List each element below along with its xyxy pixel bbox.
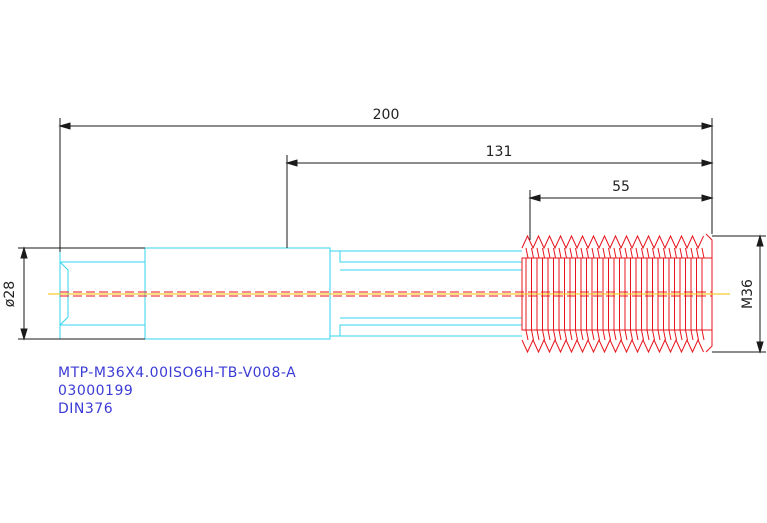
thread-flank-top [663,247,666,259]
thread-flank-bottom [602,329,606,341]
arrow-thread-right [701,194,714,202]
thread-flank-bottom [542,329,545,341]
thread-flank-top [564,247,567,259]
thread-flank-top [674,247,677,259]
thread-flank-bottom [591,329,595,341]
thread-flank-bottom [608,329,611,341]
thread-flank-bottom [624,329,628,341]
thread-flank-bottom [580,329,584,341]
arrow-thread-left [528,194,541,202]
article-number-label: 03000199 [58,383,134,399]
thread-flank-top [531,247,534,259]
thread-flank-bottom [685,329,688,341]
thread-flank-top [608,247,611,259]
arrow-diameter-bottom [20,328,28,341]
thread-crest-top [521,234,704,250]
arrow-overall-left [58,122,71,130]
thread-flank-top [619,247,622,259]
thread-flank-top [630,247,633,259]
thread-flank-bottom [553,329,556,341]
thread-chamfer-end [705,233,713,353]
thread-flank-bottom [635,329,639,341]
thread-flank-bottom [597,329,600,341]
thread-flank-top [641,247,644,259]
flute-bottom [339,324,522,336]
thread-flank-top [575,247,578,259]
thread-flank-top [569,247,573,259]
thread-flank-bottom [586,329,589,341]
dim-text-shank-to-end: 131 [486,144,513,160]
thread-flank-bottom [547,329,551,341]
thread-flank-top [613,247,617,259]
dim-text-diameter: ø28 [2,281,18,307]
thread-flank-top [591,247,595,259]
thread-flank-bottom [630,329,633,341]
arrow-thread-size-bottom [756,341,764,354]
thread-flank-bottom [564,329,567,341]
dimension-lines [18,118,766,354]
thread-flank-top [635,247,639,259]
thread-flank-bottom [641,329,644,341]
dim-text-thread-size: M36 [740,279,756,309]
arrow-shank-right [701,159,714,167]
thread-flank-top [553,247,556,259]
thread-flank-bottom [613,329,617,341]
thread-flank-top [558,247,562,259]
thread-flank-bottom [619,329,622,341]
thread-flank-bottom [525,329,529,341]
arrow-shank-left [285,159,298,167]
standard-label: DIN376 [58,401,114,417]
thread-flank-bottom [668,329,672,341]
thread-flank-bottom [696,329,699,341]
dim-text-overall: 200 [373,107,400,123]
thread-flank-bottom [558,329,562,341]
thread-flank-bottom [531,329,534,341]
thread-flank-bottom [575,329,578,341]
thread-flank-top [624,247,628,259]
thread-flank-top [542,247,545,259]
thread-flank-top [679,247,683,259]
thread-flank-top [668,247,672,259]
dim-text-thread-length: 55 [612,179,630,195]
thread-crest-bottom [521,338,704,354]
thread-flank-top [646,247,650,259]
thread-flank-bottom [679,329,683,341]
thread-flank-top [690,247,694,259]
flute-top [339,251,522,263]
thread-flank-top [657,247,661,259]
thread-flank-bottom [674,329,677,341]
thread-flank-bottom [646,329,650,341]
thread-flank-bottom [536,329,540,341]
thread-flank-top [602,247,606,259]
arrow-thread-size-top [756,234,764,247]
thread-flank-top [586,247,589,259]
drawing-sheet [0,106,767,416]
thread-flank-bottom [663,329,666,341]
thread-flank-top [597,247,600,259]
thread-flank-bottom [652,329,655,341]
thread-flank-top [696,247,699,259]
thread-flank-top [701,247,705,259]
thread-flank-top [547,247,551,259]
thread-flank-top [536,247,540,259]
thread-flank-top [685,247,688,259]
thread-flank-bottom [690,329,694,341]
arrow-overall-right [701,122,714,130]
thread-flank-bottom [569,329,573,341]
thread-flank-top [580,247,584,259]
thread-flank-bottom [701,329,705,341]
part-code-label: MTP-M36X4.00ISO6H-TB-V008-A [58,365,297,381]
thread-flank-bottom [657,329,661,341]
thread-flank-top [652,247,655,259]
tap-body [59,247,522,340]
thread-flank-top [525,247,529,259]
arrow-diameter-top [20,246,28,259]
